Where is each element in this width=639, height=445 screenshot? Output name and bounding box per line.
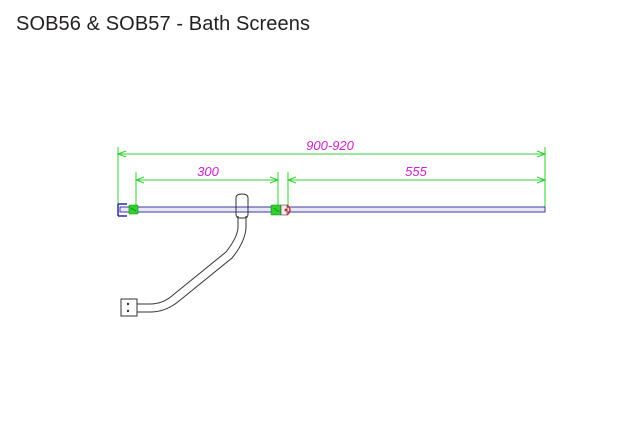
right-segment-dimension-label: 555 [405,164,427,179]
overall-dimension-label: 900-920 [306,138,354,153]
glass-panel [119,206,546,213]
left-segment-dimension-label: 300 [197,164,219,179]
wall-channel-icon [117,203,139,217]
support-arm-icon [120,193,249,317]
hinge-icon [270,204,291,216]
page-title: SOB56 & SOB57 - Bath Screens [16,13,311,35]
